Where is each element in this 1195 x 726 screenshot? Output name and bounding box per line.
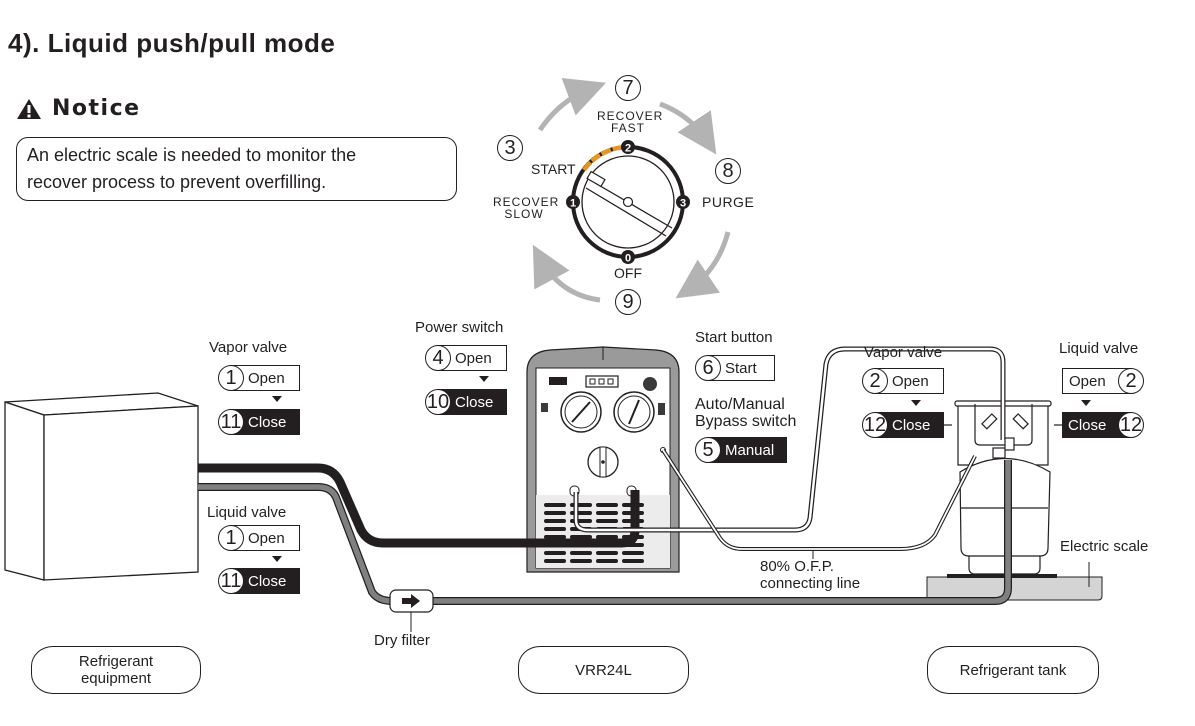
step-action: Open: [230, 525, 300, 551]
step-number: 1: [218, 365, 244, 391]
bypass-label-line2: Bypass switch: [695, 413, 797, 430]
equipment-liquid-valve-open: 1 Open: [218, 525, 300, 551]
step-number: 6: [695, 355, 721, 381]
notice-heading: Notice: [16, 96, 141, 121]
equipment-vapor-valve-close: 11 Close: [218, 409, 300, 435]
dial-marker-0: [621, 250, 635, 264]
equipment-label-line2: equipment: [80, 670, 152, 687]
down-arrow-icon: [272, 556, 282, 562]
arrow-purge-to-off: [675, 231, 731, 299]
page-title: 4). Liquid push/pull mode: [8, 28, 336, 58]
dial-cycle-arrows: [532, 78, 731, 303]
power-switch-open: 4 Open: [425, 345, 507, 371]
vrr24l-pill: VRR24L: [518, 646, 689, 694]
ofp-label-line2: connecting line: [760, 575, 861, 592]
step-3-badge: 3: [497, 135, 523, 161]
step-number: 10: [425, 389, 451, 415]
ofp-line-label: 80% O.F.P. connecting line: [760, 558, 860, 592]
start-button-label: Start button: [695, 329, 773, 346]
bypass-label-line1: Auto/Manual: [695, 396, 785, 413]
ofp-connecting-line: [661, 448, 977, 551]
notice-text-line1: An electric scale is needed to monitor t…: [27, 145, 357, 165]
bypass-switch-step: 5 Manual: [695, 437, 787, 463]
dial-label-purge: PURGE: [702, 194, 755, 210]
notice-box: An electric scale is needed to monitor t…: [16, 137, 457, 201]
equipment-liquid-valve-close: 11 Close: [218, 568, 300, 594]
step-number: 11: [218, 409, 244, 435]
power-switch-icon: [549, 377, 567, 385]
bypass-switch-label: Auto/Manual Bypass switch: [695, 396, 796, 430]
equipment-label-line1: Refrigerant: [78, 653, 154, 670]
step-number: 5: [695, 437, 721, 463]
arrow-start-to-fast: [537, 78, 607, 132]
vapor-hose: [198, 463, 640, 548]
power-switch-label: Power switch: [415, 319, 504, 336]
dial-label-start: START: [531, 161, 576, 177]
dial-label-recover-fast: RECOVER FAST: [597, 109, 664, 135]
tank-liquid-valve-open: Open 2: [1062, 368, 1144, 394]
refrigerant-equipment-pill: Refrigerant equipment: [31, 646, 201, 694]
vrr24l-machine: [526, 346, 680, 573]
recover-slow-line2: SLOW: [504, 207, 544, 221]
equipment-vapor-valve-open: 1 Open: [218, 365, 300, 391]
notice-text-line2: recover process to prevent overfilling.: [27, 172, 327, 192]
tank-vapor-valve-label: Vapor valve: [864, 344, 943, 361]
hoses: [198, 346, 1012, 605]
electric-scale-label: Electric scale: [1060, 538, 1149, 555]
dial-label-recover-slow: RECOVER SLOW: [493, 195, 560, 221]
down-arrow-icon: [272, 396, 282, 402]
down-arrow-icon: [911, 400, 921, 406]
recover-fast-line2: FAST: [610, 121, 645, 135]
step-number: 1: [218, 525, 244, 551]
dial-marker-1: [566, 195, 580, 209]
step-number: 4: [425, 345, 451, 371]
dial-label-off: OFF: [614, 265, 642, 281]
step-number: 11: [218, 568, 244, 594]
step-number: 12: [862, 412, 888, 438]
ofp-label-line1: 80% O.F.P.: [760, 558, 834, 575]
dial-marker-2-text: 2: [625, 143, 631, 155]
tank-liquid-valve-close: Close 12: [1062, 412, 1144, 438]
equipment-liquid-valve-label: Liquid valve: [207, 504, 287, 521]
step-8-badge: 8: [715, 158, 741, 184]
dry-filter-label: Dry filter: [374, 632, 430, 649]
recover-fast-line1: RECOVER: [597, 109, 664, 123]
down-arrow-icon: [479, 376, 489, 382]
arrow-off-to-slow: [532, 244, 601, 303]
dial-marker-2: [621, 140, 635, 154]
refrigerant-tank-pill: Refrigerant tank: [927, 646, 1099, 694]
step-7-badge: 7: [615, 75, 641, 101]
arrow-fast-to-purge: [659, 101, 717, 155]
tank-vapor-valve-open: 2 Open: [862, 368, 944, 394]
warning-triangle-icon: [17, 98, 41, 119]
dial-marker-1-text: 1: [570, 198, 576, 210]
down-arrow-icon: [1081, 400, 1091, 406]
power-switch-close: 10 Close: [425, 389, 507, 415]
tank-liquid-valve-label: Liquid valve: [1059, 340, 1139, 357]
step-9-badge: 9: [615, 289, 641, 315]
dial-marker-3-text: 3: [680, 198, 686, 210]
dial-marker-3: [676, 195, 690, 209]
electric-scale: [926, 562, 1103, 601]
refrigerant-equipment-box: [4, 392, 199, 581]
start-button-icon: [643, 377, 657, 391]
step-number: 2: [1118, 368, 1144, 394]
equipment-vapor-valve-label: Vapor valve: [209, 339, 288, 356]
mode-dial: 2 1 3 0: [566, 140, 690, 265]
step-number: 12: [1118, 412, 1144, 438]
tank-valve-handles: [981, 413, 1029, 430]
dial-marker-0-text: 0: [625, 253, 631, 265]
notice-heading-text: Notice: [52, 96, 141, 121]
recover-slow-line1: RECOVER: [493, 195, 560, 209]
tank-vapor-valve-close: 12 Close: [862, 412, 944, 438]
start-button-step: 6 Start: [695, 355, 775, 381]
flow-arrow-icon: [402, 594, 420, 608]
step-number: 2: [862, 368, 888, 394]
dry-filter: [389, 589, 434, 632]
